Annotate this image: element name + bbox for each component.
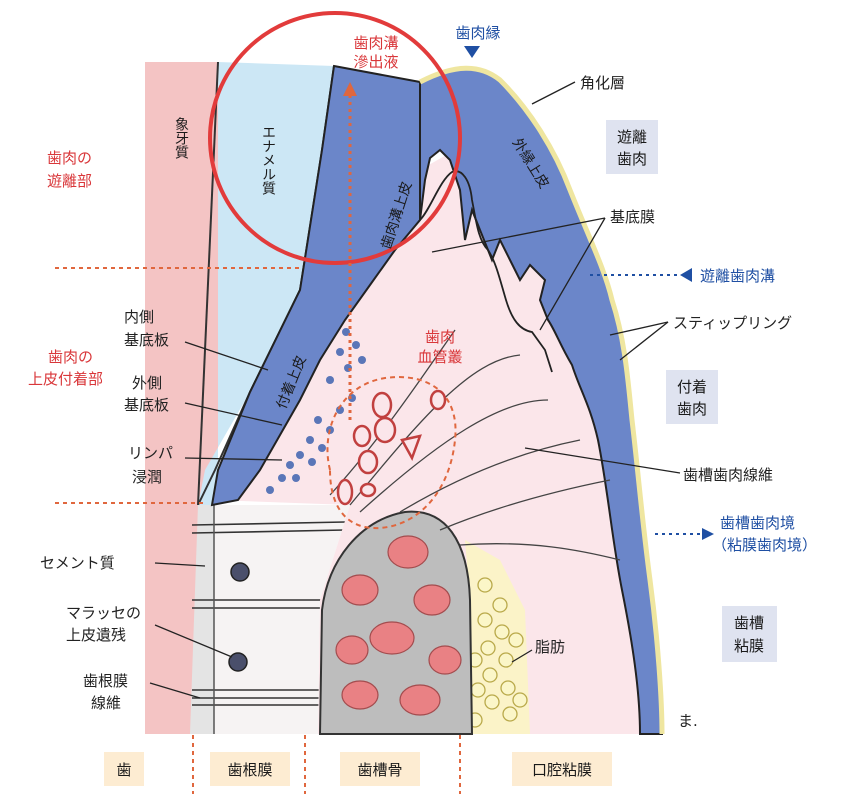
bottom-box-tooth: 歯 xyxy=(104,752,144,786)
malassez-label-2: 上皮遺残 xyxy=(66,626,126,644)
stippling-label: スティップリング xyxy=(673,314,792,332)
free-groove-label: 遊離歯肉溝 xyxy=(700,267,775,285)
enamel-region xyxy=(198,62,334,505)
svg-text:口腔粘膜: 口腔粘膜 xyxy=(532,761,592,779)
sulcus-fluid-arrow-head xyxy=(343,82,357,96)
dentin-enamel-junction xyxy=(197,61,219,506)
leader-lines xyxy=(149,81,681,699)
lymph-label-1: リンパ xyxy=(128,444,173,462)
attachment-region-label-1: 歯肉の xyxy=(48,348,93,366)
svg-text:歯槽骨: 歯槽骨 xyxy=(357,761,402,779)
fat-label: 脂肪 xyxy=(535,638,565,656)
side-box-free-gingiva: 遊離 歯肉 xyxy=(606,120,658,174)
blood-vessels xyxy=(336,389,447,506)
svg-text:遊離: 遊離 xyxy=(617,128,647,146)
pdl-region xyxy=(214,505,350,734)
cementum-label: セメント質 xyxy=(40,554,115,572)
sulcular-junctional-epithelium xyxy=(210,64,421,507)
sulcus-fluid-label-2: 滲出液 xyxy=(353,53,398,71)
keratinized-layer-label: 角化層 xyxy=(580,74,625,92)
mucogingival-arrowhead xyxy=(702,528,714,540)
lymph-infiltration-dots xyxy=(266,328,366,494)
free-region-label-2: 遊離部 xyxy=(47,172,92,190)
basement-membrane-label: 基底膜 xyxy=(610,208,655,226)
svg-text:歯槽: 歯槽 xyxy=(734,614,764,632)
side-box-alveolar-mucosa: 歯槽 粘膜 xyxy=(722,606,777,662)
attachment-region-label-2: 上皮付着部 xyxy=(28,370,103,388)
signature-label: ま. xyxy=(678,712,698,730)
pdl-fibers-label-2: 線維 xyxy=(91,694,121,712)
vascular-plexus-label-2: 血管叢 xyxy=(417,348,462,366)
free-groove-arrowhead xyxy=(680,268,692,282)
svg-text:歯根膜: 歯根膜 xyxy=(227,761,272,779)
svg-text:歯肉: 歯肉 xyxy=(677,400,707,418)
bottom-box-alveolar-bone: 歯槽骨 xyxy=(340,752,420,786)
keratinized-layer xyxy=(418,65,665,735)
cementum-region xyxy=(190,505,214,734)
gingival-margin-label: 歯肉縁 xyxy=(455,24,500,42)
svg-text:歯肉: 歯肉 xyxy=(617,150,647,168)
svg-text:粘膜: 粘膜 xyxy=(734,637,764,655)
gingival-margin-marker xyxy=(464,46,480,58)
bottom-dividers xyxy=(192,735,461,794)
dentogingival-fibers-label: 歯槽歯肉線維 xyxy=(683,466,773,484)
vascular-plexus-label-1: 歯肉 xyxy=(425,328,455,346)
inner-basal-label-1: 内側 xyxy=(124,308,154,326)
bottom-box-pdl: 歯根膜 xyxy=(210,752,290,786)
enamel-label: エナメル質 xyxy=(260,125,276,196)
malassez-label-1: マラッセの xyxy=(66,604,141,622)
svg-text:歯: 歯 xyxy=(116,761,131,779)
svg-text:付着: 付着 xyxy=(677,378,707,396)
mucogingival-label-1: 歯槽歯肉境 xyxy=(720,514,795,532)
inner-basal-label-2: 基底板 xyxy=(124,331,169,349)
outer-basal-label-1: 外側 xyxy=(132,374,162,392)
bone-marrow-cavities xyxy=(335,535,462,716)
sulcus-highlight-circle xyxy=(208,11,462,265)
lymph-label-2: 浸潤 xyxy=(132,468,162,486)
malassez-rest-lower xyxy=(228,652,248,672)
outer-basal-label-2: 基底板 xyxy=(124,396,169,414)
sulcus-fluid-label-1: 歯肉溝 xyxy=(353,34,398,52)
dentin-label: 象牙質 xyxy=(173,117,189,160)
malassez-rest-upper xyxy=(230,562,250,582)
pdl-fibers-label-1: 歯根膜 xyxy=(83,672,128,690)
mucogingival-label-2: （粘膜歯肉境） xyxy=(712,536,817,554)
side-box-attached-gingiva: 付着 歯肉 xyxy=(666,370,718,424)
rete-pegs-outline xyxy=(419,170,553,373)
bottom-box-oral-mucosa: 口腔粘膜 xyxy=(512,752,612,786)
free-region-label-1: 歯肉の xyxy=(47,149,92,167)
